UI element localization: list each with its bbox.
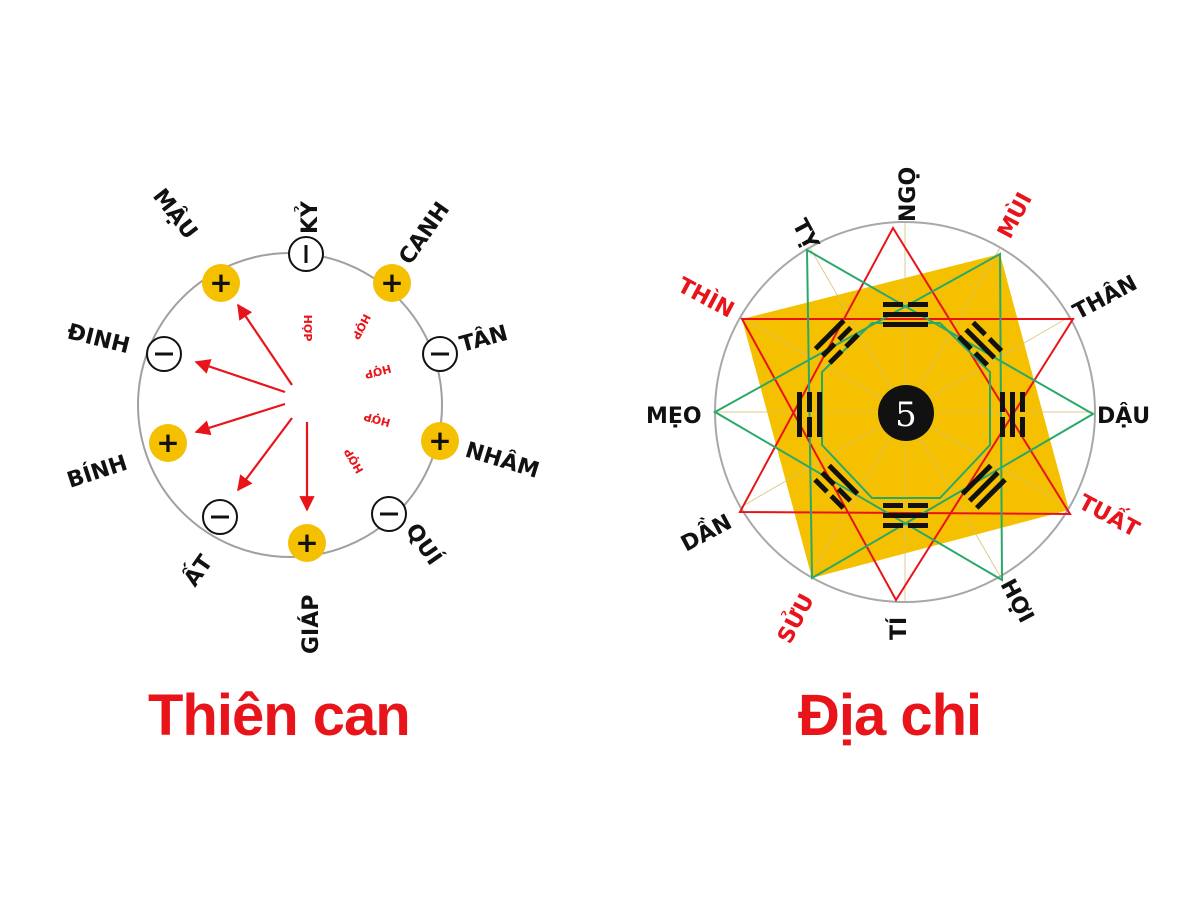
branch-label-ti: TÍ (886, 617, 912, 640)
yang-badge-mau: + (202, 264, 240, 302)
branch-label-mui: MÙI (992, 188, 1037, 243)
polarity-badges: + + + + + (146, 236, 459, 562)
trigram-top-right (957, 320, 1004, 367)
svg-text:+: + (428, 424, 451, 457)
trigram-bottom (883, 503, 928, 528)
center-number: 5 (895, 395, 917, 435)
yin-badge-qui (371, 496, 407, 532)
trigram-left (797, 392, 822, 437)
hop-label: HỢP (301, 315, 314, 342)
trigram-top (883, 302, 928, 327)
trigram-bottom-left (813, 463, 860, 510)
arrow-to-at (237, 417, 293, 492)
dia-chi-wheel: 5 NGỌ MÙI THÂN DẬU TUẤT HỢI TÍ SỬU DẦN M… (646, 167, 1150, 648)
yang-badge-nham: + (421, 422, 459, 460)
yang-badge-binh: + (149, 424, 187, 462)
yin-badge-ky (288, 236, 324, 272)
svg-text:+: + (209, 266, 232, 299)
branch-label-suu: SỬU (771, 589, 820, 648)
branch-label-dan: DẦN (675, 506, 736, 557)
stem-label-giap: GIÁP (298, 595, 324, 654)
stem-label-qui: QUÍ (400, 519, 447, 571)
branch-label-meo: MẸO (646, 404, 702, 429)
stem-label-nham: NHÂM (462, 437, 542, 484)
svg-text:+: + (156, 426, 179, 459)
yin-badge-at (202, 499, 238, 535)
stem-label-at: ẤT (176, 549, 218, 592)
svg-text:+: + (380, 266, 403, 299)
branch-label-ty: TỴ (787, 215, 824, 255)
yin-badge-dinh (146, 336, 182, 372)
hop-label: HỢP (363, 362, 392, 382)
branch-label-ngo: NGỌ (896, 167, 921, 222)
branch-label-thin: THÌN (673, 272, 738, 323)
stem-label-mau: MẬU (147, 183, 203, 244)
stem-label-binh: BÍNH (64, 450, 131, 494)
branch-label-dau: DẬU (1097, 402, 1150, 429)
hop-labels: HỢP HỢP HỢP HỢP HỢP (301, 312, 393, 476)
stem-label-tan: TÂN (457, 320, 511, 358)
yin-badge-tan (422, 336, 458, 372)
stem-label-canh: CANH (394, 198, 455, 270)
trigram-right (1000, 392, 1025, 437)
branch-label-tuat: TUẤT (1074, 487, 1145, 543)
thien-can-title: Thiên can (148, 683, 411, 748)
branch-label-hoi: HỢI (995, 575, 1039, 627)
trigram-top-left (813, 318, 860, 365)
branch-label-than: THÂN (1069, 270, 1142, 325)
thien-can-wheel: HỢP HỢP HỢP HỢP HỢP + + + + + (64, 183, 542, 654)
arrow-to-binh (194, 402, 286, 436)
hop-label: HỢP (342, 446, 367, 476)
stem-label-dinh: ĐINH (65, 320, 133, 360)
center-number-badge: 5 (878, 385, 934, 441)
yang-badge-giap: + (288, 524, 326, 562)
hop-arrows (194, 303, 315, 512)
arrow-to-mau (237, 303, 293, 386)
yang-badge-canh: + (373, 264, 411, 302)
hop-label: HỢP (349, 312, 373, 342)
trigrams (797, 302, 1025, 528)
dia-chi-title: Địa chi (798, 683, 982, 748)
svg-text:+: + (295, 526, 318, 559)
hop-label: HỢP (362, 410, 391, 430)
stem-label-ky: KỶ (295, 200, 323, 234)
arrow-to-dinh (194, 359, 286, 394)
trigram-bottom-right (960, 463, 1007, 510)
